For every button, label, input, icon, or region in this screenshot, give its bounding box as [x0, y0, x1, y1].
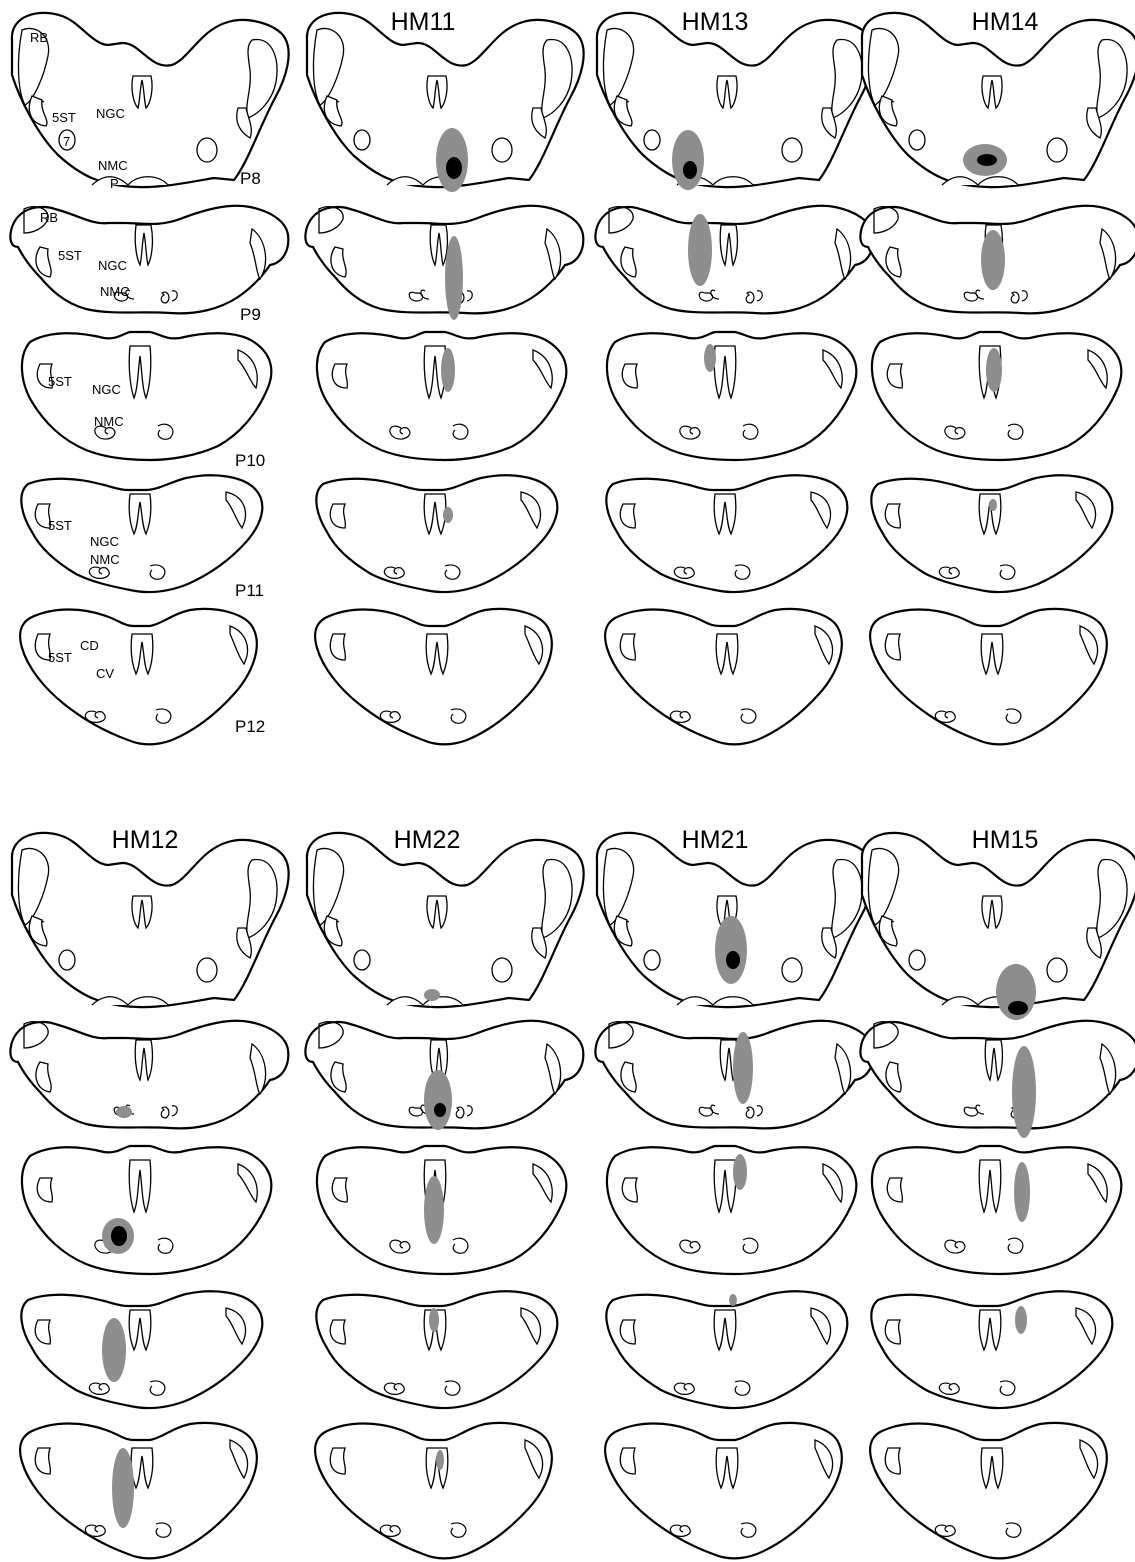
section-hm12-p11	[21, 1291, 262, 1408]
label-p10-nmc: NMC	[94, 414, 124, 429]
section-hm14-p11	[871, 475, 1112, 592]
section-hm12-p10	[22, 1146, 271, 1274]
level-label-p11: P11	[235, 581, 264, 600]
section-hm21-p10	[607, 1146, 856, 1274]
section-hm11-p11	[316, 475, 557, 592]
label-p10-ngc: NGC	[92, 382, 121, 397]
section-ref-p10	[22, 332, 271, 460]
label-p9-5st: 5ST	[58, 248, 82, 263]
section-ref-p8	[12, 13, 289, 187]
section-hm13-p12	[605, 609, 842, 745]
section-hm13-p8	[597, 13, 874, 187]
section-hm22-p8	[307, 833, 584, 1007]
label-p8-p: P	[110, 176, 119, 191]
section-hm12-p8	[12, 833, 289, 1007]
label-p8-7: 7	[63, 134, 70, 149]
top-group: HM11 HM13 HM14	[10, 8, 1135, 745]
section-hm13-p10	[607, 332, 856, 460]
level-label-p9: P9	[240, 305, 261, 324]
section-ref-p12	[20, 609, 257, 745]
section-hm21-p12	[605, 1423, 842, 1559]
label-p12-5st: 5ST	[48, 650, 72, 665]
label-p8-5st: 5ST	[52, 110, 76, 125]
column-title-hm21: HM21	[682, 826, 749, 854]
section-ref-p11	[21, 475, 262, 592]
level-label-p8: P8	[240, 169, 261, 188]
label-p9-rb: RB	[40, 210, 58, 225]
label-p11-5st: 5ST	[48, 518, 72, 533]
level-label-p12: P12	[235, 717, 265, 736]
label-p9-nmc: NMC	[100, 284, 130, 299]
column-title-hm14: HM14	[972, 8, 1039, 36]
label-p12-cd: CD	[80, 638, 99, 653]
section-hm11-p12	[315, 609, 552, 745]
section-hm13-p9	[595, 206, 873, 314]
section-hm22-p12	[315, 1423, 552, 1559]
label-p12-cv: CV	[96, 666, 114, 681]
section-hm21-p11	[606, 1291, 847, 1408]
column-title-hm22: HM22	[394, 826, 461, 854]
label-p9-ngc: NGC	[98, 258, 127, 273]
bottom-group: HM12 HM22 HM21 HM15	[10, 826, 1135, 1559]
label-p10-5st: 5ST	[48, 374, 72, 389]
column-title-hm12: HM12	[112, 826, 179, 854]
section-hm15-p9	[860, 1021, 1135, 1129]
section-hm15-p11	[871, 1291, 1112, 1408]
label-p8-rb: RB	[30, 30, 48, 45]
section-hm11-p10	[317, 332, 566, 460]
section-hm14-p12	[870, 609, 1107, 745]
label-p8-ngc: NGC	[96, 106, 125, 121]
section-hm15-p10	[872, 1146, 1121, 1274]
label-p8-nmc: NMC	[98, 158, 128, 173]
section-hm12-p9	[10, 1021, 288, 1129]
section-hm12-p12	[20, 1423, 257, 1559]
column-title-hm11: HM11	[391, 8, 456, 36]
section-hm13-p11	[606, 475, 847, 592]
section-hm22-p11	[316, 1291, 557, 1408]
level-label-p10: P10	[235, 451, 265, 470]
section-hm15-p12	[870, 1423, 1107, 1559]
label-p11-nmc: NMC	[90, 552, 120, 567]
label-p11-ngc: NGC	[90, 534, 119, 549]
section-hm11-p9	[305, 206, 583, 314]
column-title-hm13: HM13	[682, 8, 749, 36]
column-title-hm15: HM15	[972, 826, 1039, 854]
